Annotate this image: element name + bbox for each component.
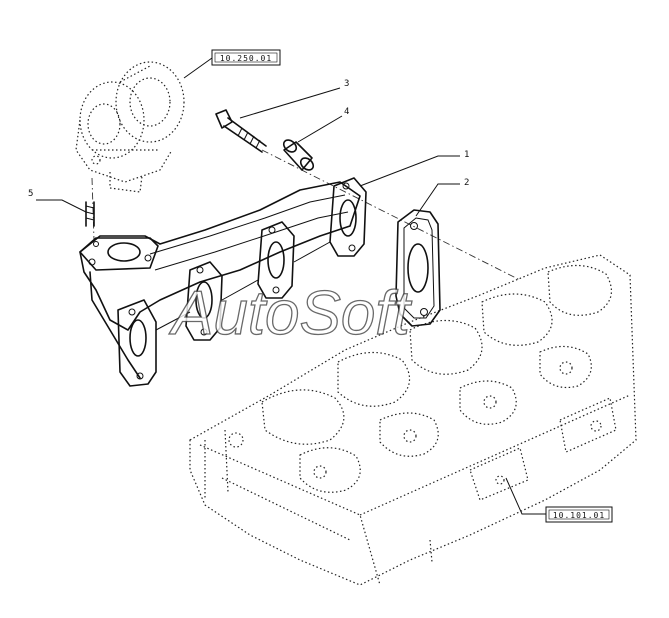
spacer-drawing xyxy=(282,139,315,171)
exhaust-manifold-drawing xyxy=(79,177,367,387)
turbocharger-drawing xyxy=(75,61,185,193)
gasket-centerline xyxy=(261,149,521,281)
gasket-drawing xyxy=(395,209,441,327)
bolt-drawing xyxy=(215,109,267,153)
callout-stud: 5 xyxy=(28,189,33,199)
leader-lines xyxy=(36,57,546,515)
cylinder-head-drawing xyxy=(189,254,637,586)
watermark-text: AutoSoft xyxy=(168,279,413,348)
turbocharger-reference-code: 10.250.01 xyxy=(220,54,272,63)
cylinder-head-reference[interactable]: 10.101.01 xyxy=(545,506,613,523)
callout-gasket: 2 xyxy=(464,178,469,188)
callout-manifold: 1 xyxy=(464,150,469,160)
callout-spacer: 4 xyxy=(344,107,349,117)
cylinder-head-reference-code: 10.101.01 xyxy=(553,511,605,520)
turbo-mount-centerline xyxy=(91,177,95,241)
turbocharger-reference[interactable]: 10.250.01 xyxy=(211,49,281,66)
callout-bolt: 3 xyxy=(344,79,349,89)
stud-drawing xyxy=(85,201,95,227)
